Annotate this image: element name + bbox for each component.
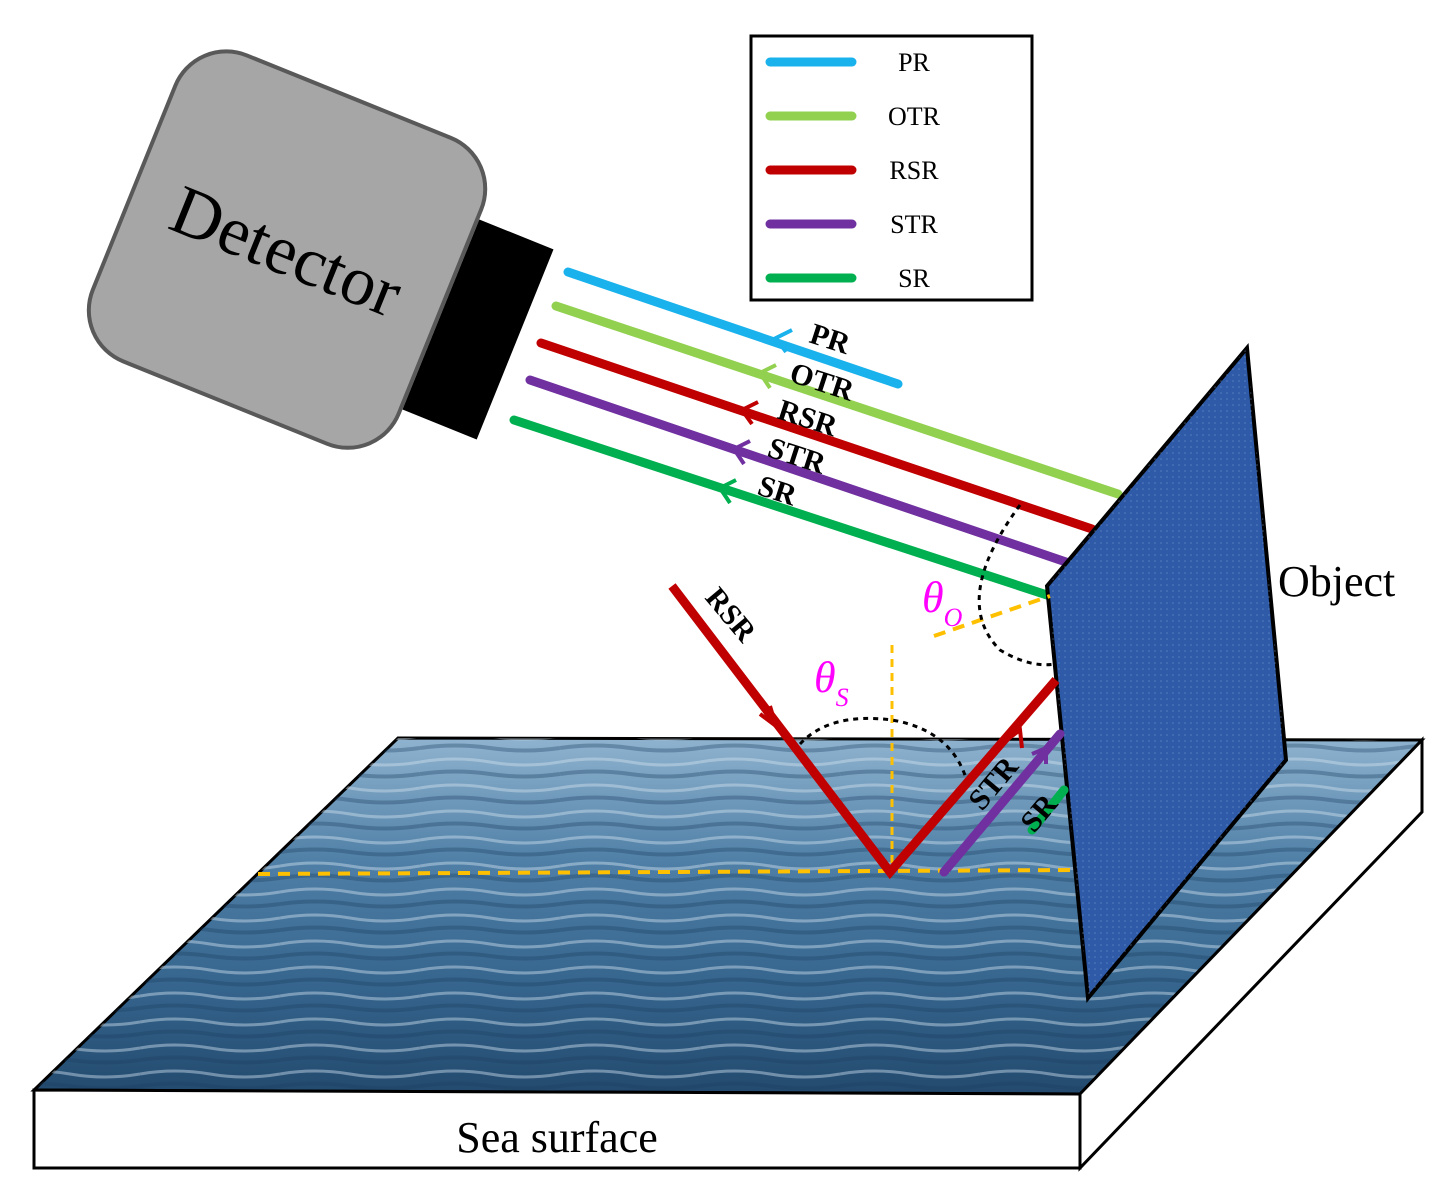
sea-surface-label: Sea surface <box>456 1113 658 1162</box>
ray-str <box>525 375 1071 567</box>
arrow-pr <box>773 328 793 354</box>
sea-side-face <box>1078 736 1424 1172</box>
ray-pr <box>563 267 903 389</box>
ray-rsr-incident <box>668 583 1060 880</box>
legend-label-sr: SR <box>898 264 930 293</box>
ray-str-surface <box>939 729 1065 877</box>
ray-label-sr: SR <box>754 469 801 512</box>
ray-rsr <box>536 338 1097 534</box>
legend: PR OTR RSR STR SR <box>749 34 1034 302</box>
arrow-rsr <box>739 400 759 426</box>
arrow-sr <box>717 478 737 505</box>
detector-lens <box>402 219 554 440</box>
legend-label-str: STR <box>890 210 938 239</box>
detector-body <box>86 49 488 450</box>
theta-o-arc <box>977 504 1056 667</box>
theta-o-sub: O <box>944 603 963 632</box>
arrow-rsr-incident <box>758 705 780 732</box>
detector: Detector <box>86 49 554 450</box>
rays: PR OTR RSR STR SR <box>509 267 1123 601</box>
legend-label-otr: OTR <box>888 102 941 131</box>
object-label: Object <box>1278 557 1395 606</box>
theta-s-label: θS <box>814 653 849 712</box>
arrow-str <box>731 439 751 466</box>
theta-o-label: θO <box>922 573 963 632</box>
legend-label-pr: PR <box>898 48 930 77</box>
arrow-rsr-reflected <box>1002 726 1024 749</box>
theta-s-symbol: θ <box>814 653 836 702</box>
arrow-otr <box>757 363 777 390</box>
ray-sr <box>509 415 1055 601</box>
theta-s-sub: S <box>836 683 849 712</box>
arrow-str-surface <box>1031 744 1048 764</box>
object-texture <box>1047 348 1286 998</box>
theta-o-symbol: θ <box>922 573 944 622</box>
ray-otr <box>551 301 1123 499</box>
legend-label-rsr: RSR <box>889 156 939 185</box>
object-normal-guide <box>933 594 1051 638</box>
object-panel: Object <box>1044 343 1395 1003</box>
ray-sr-surface <box>1027 785 1069 835</box>
